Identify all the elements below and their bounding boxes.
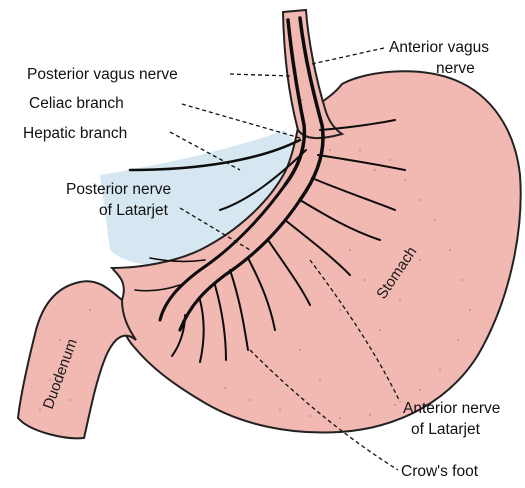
label-anterior-latarjet-line1: Anterior nerve (403, 400, 500, 417)
label-anterior-vagus-line2: nerve (436, 60, 475, 77)
label-posterior-vagus: Posterior vagus nerve (27, 66, 178, 83)
label-hepatic-branch: Hepatic branch (23, 125, 127, 142)
label-posterior-latarjet-line1: Posterior nerve (66, 181, 171, 198)
label-posterior-latarjet-line2: of Latarjet (99, 202, 169, 219)
label-anterior-latarjet-line2: of Latarjet (411, 421, 481, 438)
label-anterior-vagus-line1: Anterior vagus (389, 39, 489, 56)
label-crows-foot: Crow's foot (401, 463, 479, 480)
label-celiac-branch: Celiac branch (29, 95, 124, 112)
duodenum (18, 281, 136, 438)
